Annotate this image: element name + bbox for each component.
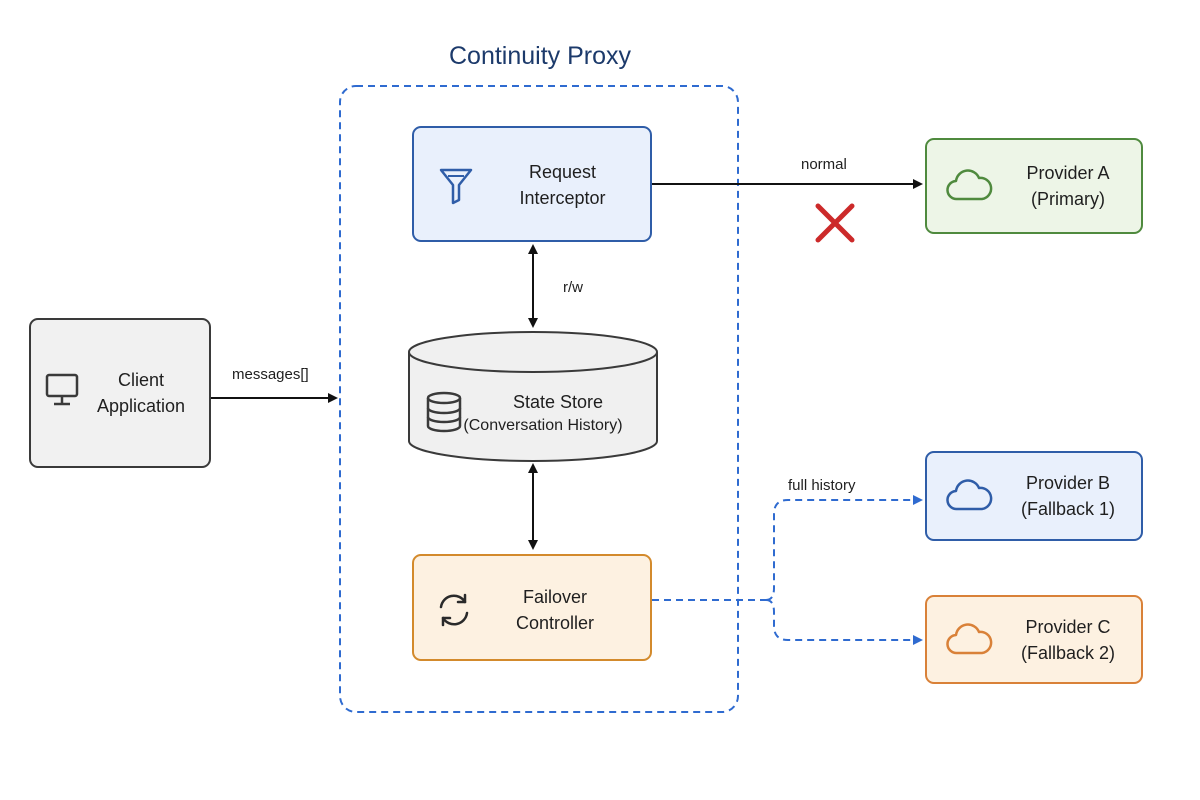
- interceptor-label-line2: Interceptor: [519, 188, 606, 208]
- edge-label-normal: normal: [801, 156, 847, 173]
- cloud-icon: [945, 168, 993, 204]
- provider-b-node: Provider B (Fallback 1): [925, 451, 1143, 541]
- failover-controller-node: Failover Controller: [412, 554, 652, 661]
- provider-c-node: Provider C (Fallback 2): [925, 595, 1143, 684]
- edge-failover-to-provider-c: [765, 599, 923, 645]
- refresh-icon: [434, 590, 474, 630]
- database-icon: [424, 391, 464, 440]
- cloud-icon: [945, 622, 993, 658]
- proxy-boundary: [339, 85, 739, 713]
- request-interceptor-node: Request Interceptor: [412, 126, 652, 242]
- edge-label-full-history: full history: [788, 477, 856, 494]
- edge-label-messages: messages[]: [232, 366, 309, 383]
- failover-label-line1: Failover: [522, 587, 588, 607]
- edge-label-rw: r/w: [563, 279, 583, 296]
- provider-a-label-line1: Provider A: [1026, 163, 1110, 183]
- edge-failover-to-provider-b: [765, 495, 923, 601]
- provider-c-label-line1: Provider C: [1025, 617, 1111, 637]
- store-label-line2: (Conversation History): [463, 417, 623, 434]
- state-store-cylinder: [408, 331, 658, 462]
- cloud-icon: [945, 478, 993, 514]
- interceptor-label-line1: Request: [528, 162, 597, 182]
- provider-a-node: Provider A (Primary): [925, 138, 1143, 234]
- provider-b-label-line2: (Fallback 1): [1020, 499, 1116, 519]
- monitor-icon: [45, 372, 79, 408]
- client-label-line1: Client: [117, 370, 165, 390]
- client-label-line2: Application: [96, 396, 186, 416]
- failover-label-line2: Controller: [515, 613, 595, 633]
- client-application-node: Client Application: [29, 318, 211, 468]
- state-store-node: State Store (Conversation History): [409, 390, 657, 438]
- provider-a-label-line2: (Primary): [1031, 189, 1105, 209]
- store-label-line1: State Store: [512, 392, 604, 412]
- provider-c-label-line2: (Fallback 2): [1020, 643, 1116, 663]
- provider-b-label-line1: Provider B: [1025, 473, 1111, 493]
- x-mark-icon: [815, 203, 855, 243]
- diagram-title: Continuity Proxy: [448, 42, 632, 70]
- filter-icon: [438, 166, 474, 206]
